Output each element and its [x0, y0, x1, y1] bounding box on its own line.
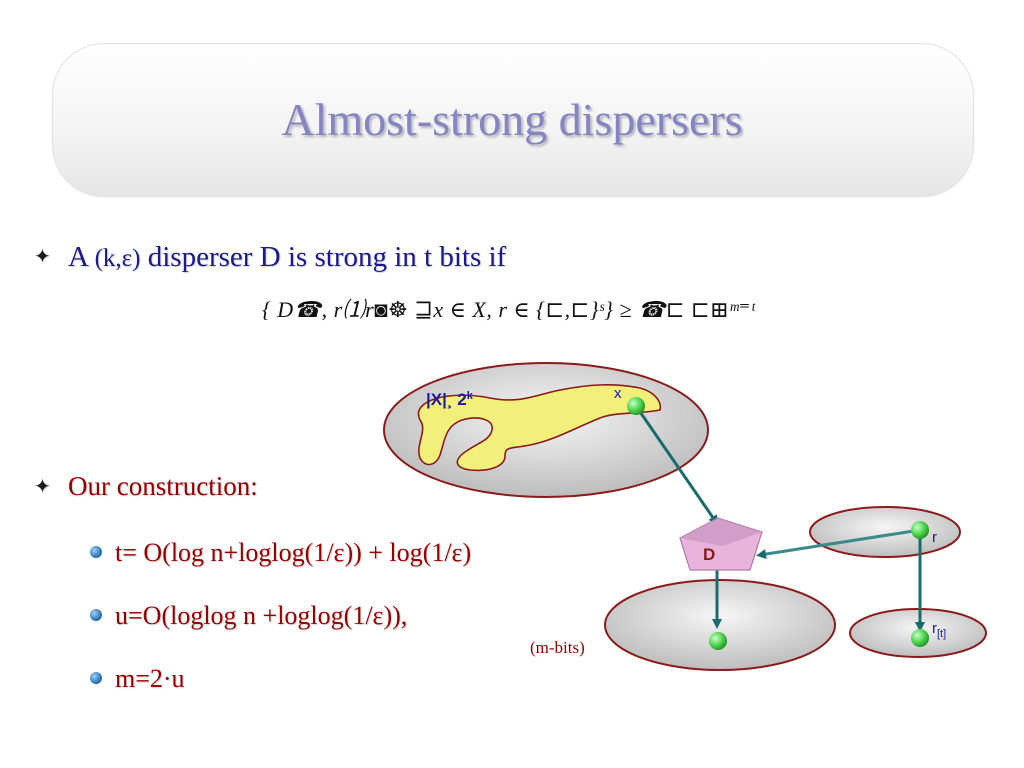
- strong-disperser-formula: { D☎, r⑴r◙☸ ⊒x ∈ X, r ∈ {⊏,⊏}ˢ} ≥ ☎⊏ ⊏⊞ᵐ…: [262, 297, 756, 322]
- sub-bullet-m-text: m=2·u: [115, 664, 185, 693]
- sphere-bullet-icon: [90, 546, 102, 558]
- x-set-exponent: k: [467, 390, 474, 402]
- construction-heading: Our construction:: [68, 471, 258, 501]
- x-set-size-label: |X|¸ 2k: [426, 390, 474, 409]
- star-bullet-icon: ✦: [34, 246, 51, 268]
- m-bits-label: (m-bits): [530, 638, 585, 657]
- disperser-label: D: [703, 545, 715, 564]
- rt-node: [911, 629, 929, 647]
- sphere-bullet-icon: [90, 672, 102, 684]
- sub-bullet-t: t= O(log n+loglog(1/ε)) + log(1/ε): [90, 537, 471, 568]
- bullet-definition-text: disperser D is strong in t bits if: [147, 241, 507, 273]
- arrow-r-to-d: [756, 528, 921, 560]
- sub-bullet-m: m=2·u: [90, 663, 185, 694]
- x-node: [627, 397, 645, 415]
- arrow-x-to-d: [634, 405, 719, 526]
- rt-node-subscript: [t]: [937, 628, 946, 640]
- r-node-label: r: [932, 529, 937, 546]
- x-set-size-text: |X|¸ 2: [426, 390, 467, 409]
- bullet-prefix: A: [68, 241, 88, 273]
- output-ellipse: [604, 579, 836, 671]
- bullet-construction: ✦ Our construction:: [34, 470, 258, 502]
- title-box: [52, 43, 974, 197]
- slide-title: Almost-strong dispersers: [281, 94, 743, 145]
- sub-bullet-t-text: t= O(log n+loglog(1/ε)) + log(1/ε): [115, 538, 472, 567]
- disperser-pentagon: D: [679, 517, 763, 571]
- bullet-definition: ✦ A (k,ε) disperser D is strong in t bit…: [34, 240, 506, 275]
- rt-node-text: r: [932, 620, 937, 637]
- rt-node-label: r[t]: [932, 620, 946, 640]
- output-node: [709, 632, 727, 650]
- x-node-label: x: [614, 385, 622, 402]
- sphere-bullet-icon: [90, 609, 102, 621]
- r-node: [911, 521, 929, 539]
- seed-ellipse: [809, 506, 961, 558]
- sub-bullet-u-text: u=O(loglog n +loglog(1/ε)),: [115, 601, 408, 630]
- star-bullet-icon: ✦: [34, 476, 51, 498]
- sub-bullet-u: u=O(loglog n +loglog(1/ε)),: [90, 600, 407, 631]
- bullet-params: (k,ε): [94, 245, 141, 272]
- x-set-blob: [417, 384, 662, 472]
